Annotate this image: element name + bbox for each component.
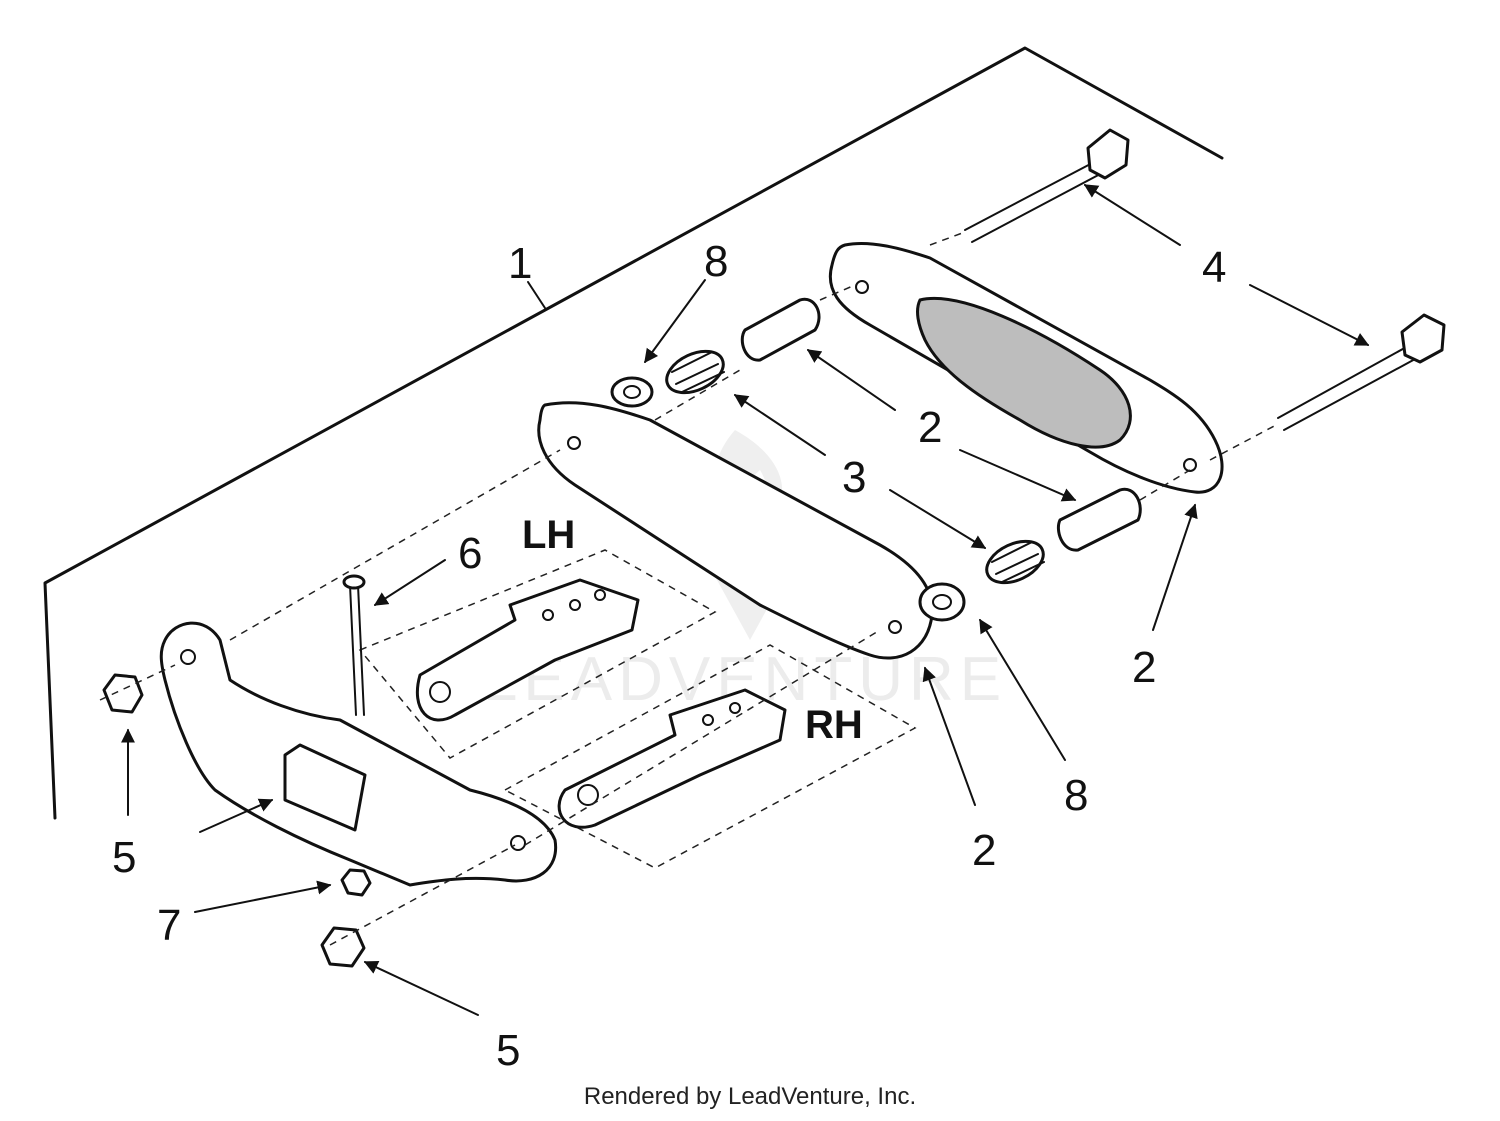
spacer-lower	[1056, 487, 1142, 552]
bolt-upper	[964, 128, 1130, 243]
callout-2-upper: 2	[918, 403, 942, 452]
spacer-upper	[740, 297, 821, 362]
washer-lower	[918, 582, 966, 622]
frame-panel	[43, 46, 1224, 820]
spring-upper	[665, 349, 725, 395]
bottom-bracket	[159, 621, 558, 887]
lh-bracket	[358, 549, 717, 759]
callout-2-right: 2	[1132, 643, 1156, 692]
carriage-bolt	[342, 574, 366, 716]
callout-8-upper: 8	[704, 237, 728, 286]
assembly-lines	[99, 231, 1279, 946]
rh-label: RH	[805, 703, 863, 747]
callout-labels: 1 8 4 2 3 6 2 5 2 8 7 5 LH RH	[112, 237, 1226, 1075]
footer-credit: Rendered by LeadVenture, Inc.	[583, 1083, 917, 1110]
spring-lower	[985, 539, 1045, 585]
callout-5-left: 5	[112, 833, 136, 882]
callout-7: 7	[157, 901, 181, 950]
nut-left	[102, 673, 144, 714]
nut-small	[340, 868, 372, 897]
callout-4: 4	[1202, 243, 1226, 292]
bolt-lower	[1277, 313, 1446, 431]
nut-bottom	[320, 926, 366, 968]
washer-upper	[610, 376, 654, 408]
callout-3: 3	[842, 453, 866, 502]
leader-lines	[121, 184, 1370, 1016]
middle-plate	[537, 401, 934, 660]
upper-plate	[828, 241, 1224, 494]
rh-bracket	[503, 644, 917, 869]
lh-label: LH	[522, 513, 575, 557]
callout-1: 1	[508, 239, 532, 288]
callout-6: 6	[458, 529, 482, 578]
callout-8-lower: 8	[1064, 771, 1088, 820]
callout-5-bottom: 5	[496, 1026, 520, 1075]
callout-2-middle: 2	[972, 826, 996, 875]
